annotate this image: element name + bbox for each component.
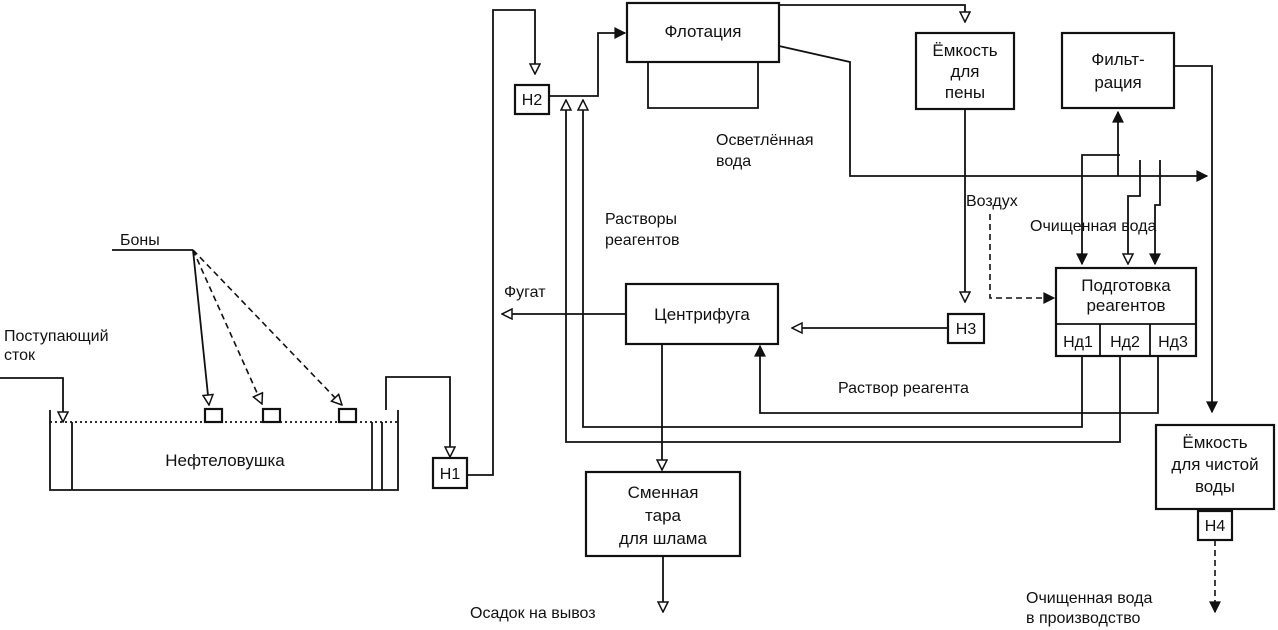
flotation-sump [647, 62, 759, 109]
filtration-line-1: Фильт- [1091, 50, 1144, 69]
boom-leader-1 [192, 249, 209, 405]
reagent-solution-label: Раствор реагента [838, 380, 969, 397]
to-production-label-2: в производство [1026, 610, 1141, 627]
foam-tank-line-1: Ёмкость [932, 41, 997, 60]
clean-tank-line-3: воды [1195, 477, 1235, 496]
reagent-solutions-label-2: реагентов [605, 232, 679, 249]
pump-h1-label: Н1 [440, 466, 461, 483]
purified-branch-right [1155, 160, 1160, 264]
sludge-out-label: Осадок на вывоз [470, 605, 596, 622]
to-production-label-1: Очищенная вода [1026, 590, 1152, 607]
sludge-line-3: для шлама [619, 529, 707, 548]
reagent-prep-line-2: реагентов [1086, 296, 1165, 315]
reagent-solution-line [760, 346, 1159, 414]
clarified-water-label-2: вода [716, 153, 751, 170]
incoming-flow-label-1: Поступающий [4, 328, 109, 345]
incoming-flow-label-2: сток [4, 347, 36, 364]
clean-tank-line-2: для чистой [1171, 455, 1258, 474]
oiltrap-to-h1-line [385, 376, 450, 457]
filtration-return-line [1174, 65, 1212, 412]
flotation-block: Флотация [625, 1, 781, 64]
pump-h4: Н4 [1196, 509, 1234, 542]
boom-float-2 [261, 407, 282, 424]
sludge-container-block: Сменная тара для шлама [584, 470, 742, 558]
reagent-line-nd1 [583, 100, 1083, 428]
clean-water-tank-block: Ёмкость для чистой воды [1154, 423, 1276, 511]
purified-water-label: Очищенная вода [1030, 218, 1156, 235]
air-line [989, 214, 1054, 298]
clean-tank-line-1: Ёмкость [1182, 433, 1247, 452]
boom-leader-3 [192, 249, 342, 405]
oil-trap-label: Нефтеловушка [165, 451, 285, 470]
h1-to-h2-line [467, 9, 535, 476]
reagent-prep-block: Подготовка реагентов Нд1 Нд2 Нд3 [1054, 266, 1198, 358]
pump-h3-label: Н3 [956, 321, 977, 338]
sludge-line-1: Сменная [628, 483, 699, 502]
pump-h3: Н3 [946, 312, 986, 345]
booms-label: Боны [120, 232, 160, 249]
foam-tank-block: Ёмкость для пены [914, 31, 1016, 111]
boom-float-1 [203, 407, 224, 424]
boom-floats [203, 407, 358, 424]
flotation-to-foam-line [779, 4, 965, 22]
clarified-water-line [778, 45, 1207, 176]
reagent-line-nd2 [566, 100, 1121, 443]
sludge-line-2: тара [645, 506, 682, 525]
pump-h2-label: Н2 [522, 92, 543, 109]
reagent-prep-line-1: Подготовка [1081, 276, 1171, 295]
purified-branch-mid [1128, 160, 1141, 264]
pump-h1: Н1 [431, 456, 469, 490]
filtration-line-2: рация [1094, 73, 1141, 92]
pump-h2: Н2 [513, 83, 551, 116]
incoming-flow-line [0, 377, 63, 422]
pump-h4-label: Н4 [1205, 518, 1226, 535]
foam-tank-line-2: для [950, 62, 979, 81]
reagent-solutions-label-1: Растворы [605, 211, 677, 228]
flotation-label: Флотация [664, 22, 741, 41]
clarified-water-label-1: Осветлённая [716, 132, 814, 149]
h2-to-flotation-line [549, 33, 625, 97]
boom-float-3 [337, 407, 358, 424]
purified-branch-left [1081, 154, 1120, 176]
fugate-label: Фугат [504, 284, 546, 301]
centrifuge-label: Центрифуга [654, 305, 750, 324]
air-label: Воздух [966, 193, 1018, 210]
filtration-block: Фильт- рация [1060, 31, 1176, 110]
boom-leader-2 [192, 249, 262, 404]
doser-2: Нд2 [1110, 334, 1140, 351]
foam-tank-line-3: пены [945, 83, 985, 102]
centrifuge-block: Центрифуга [624, 282, 780, 346]
doser-3: Нд3 [1158, 334, 1188, 351]
doser-1: Нд1 [1063, 334, 1093, 351]
